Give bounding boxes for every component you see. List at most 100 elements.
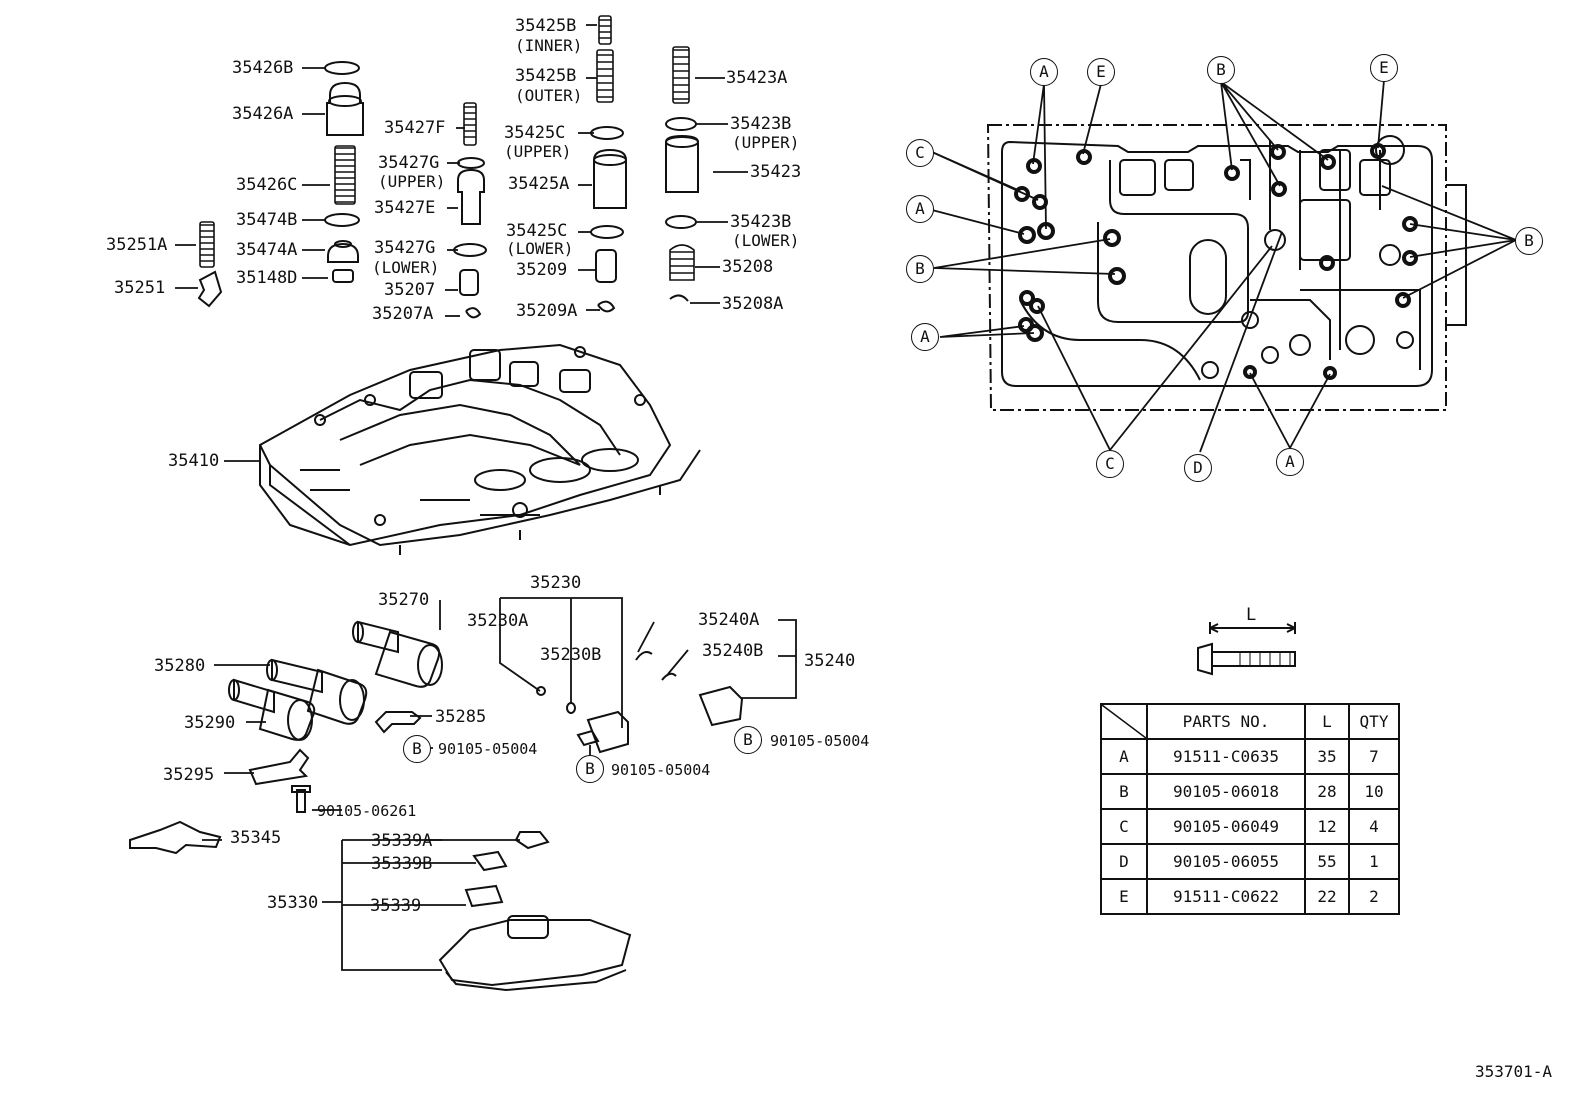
label-bolt-4: 90105-06261 [317,802,417,820]
label-35427G-upper: 35427G [378,153,440,173]
row-qty: 4 [1348,808,1400,845]
label-35208A: 35208A [722,294,784,314]
sublabel-inner: (INNER) [515,36,583,55]
callout-a-bottom: A [1276,448,1304,476]
row-qty: 1 [1348,843,1400,880]
table-header-row: PARTS NO. L QTY [1100,703,1400,740]
row-letter: A [1100,738,1148,775]
label-35426A: 35426A [232,104,294,124]
label-35240B: 35240B [702,641,764,661]
sublabel-lower-2: (LOWER) [506,239,574,258]
row-length: 35 [1304,738,1350,775]
valve-plugs [197,81,699,308]
sublabel-lower-3: (LOWER) [732,231,800,250]
label-35426C: 35426C [236,175,298,195]
label-35240A: 35240A [698,610,760,630]
bolt-positions [1014,143,1418,380]
label-35345: 35345 [230,828,282,848]
row-length: 28 [1304,773,1350,810]
sublabel-lower-1: (LOWER) [372,258,440,277]
label-35230: 35230 [530,573,582,593]
callout-b-right: B [1515,227,1543,255]
valve-body-plan-view [986,124,1467,411]
label-35339A: 35339A [371,831,433,851]
o-rings [324,61,697,319]
label-35425C-upper: 35425C [504,123,566,143]
label-35339B: 35339B [371,854,433,874]
label-35230B: 35230B [540,645,602,665]
bolt-dimension-sketch [1197,622,1296,676]
row-part-no: 91511-C0622 [1146,878,1306,915]
header-qty: QTY [1348,703,1400,740]
label-35425C-lower: 35425C [506,221,568,241]
row-letter: D [1100,843,1148,880]
label-35474B: 35474B [236,210,298,230]
label-35240: 35240 [804,651,856,671]
table-row: C 90105-06049 12 4 [1100,808,1400,845]
label-35425B-outer: 35425B [515,66,577,86]
callout-c-bottom: C [1096,450,1124,478]
label-35425A: 35425A [508,174,570,194]
callout-c-left: C [906,139,934,167]
label-35474A: 35474A [236,240,298,260]
callout-a-top: A [1030,58,1058,86]
label-35207: 35207 [384,280,436,300]
row-qty: 2 [1348,878,1400,915]
row-part-no: 90105-06018 [1146,773,1306,810]
label-35427E: 35427E [374,198,436,218]
callout-e-top-left: E [1087,58,1115,86]
sublabel-outer: (OUTER) [515,86,583,105]
sublabel-upper-2: (UPPER) [504,142,572,161]
header-parts-no: PARTS NO. [1146,703,1306,740]
label-35423: 35423 [750,162,802,182]
bolt-callout-b-3: B [734,726,762,754]
springs [199,15,695,281]
sublabel-upper-3: (UPPER) [732,133,800,152]
solenoids [129,620,744,992]
row-letter: B [1100,773,1148,810]
label-bolt-1: 90105-05004 [438,740,538,758]
label-35209A: 35209A [516,301,578,321]
label-35251A: 35251A [106,235,168,255]
bolt-callout-b-2: B [576,755,604,783]
label-35423A: 35423A [726,68,788,88]
diagram-code: 353701-A [1474,1062,1552,1081]
callout-a-left-2: A [911,323,939,351]
label-35423B-lower: 35423B [730,212,792,232]
callout-b-top: B [1207,56,1235,84]
callout-d-bottom: D [1184,454,1212,482]
label-35280: 35280 [154,656,206,676]
row-part-no: 91511-C0635 [1146,738,1306,775]
label-bolt-2: 90105-05004 [611,761,711,779]
label-35270: 35270 [378,590,430,610]
label-35207A: 35207A [372,304,434,324]
label-35208: 35208 [722,257,774,277]
callout-a-left-1: A [906,195,934,223]
row-letter: E [1100,878,1148,915]
table-row: A 91511-C0635 35 7 [1100,738,1400,775]
bolt-callout-b-1: B [403,735,431,763]
leader-lines [175,24,748,462]
label-35410: 35410 [168,451,220,471]
row-qty: 10 [1348,773,1400,810]
label-35423B-upper: 35423B [730,114,792,134]
label-35148D: 35148D [236,268,298,288]
label-35209: 35209 [516,260,568,280]
label-35339: 35339 [370,896,422,916]
label-35230A: 35230A [467,611,529,631]
label-35295: 35295 [163,765,215,785]
row-length: 55 [1304,843,1350,880]
row-qty: 7 [1348,738,1400,775]
dimension-l-label: L [1246,605,1257,625]
label-35425B-inner: 35425B [515,16,577,36]
row-length: 12 [1304,808,1350,845]
table-row: D 90105-06055 55 1 [1100,843,1400,880]
label-35426B: 35426B [232,58,294,78]
header-l: L [1304,703,1350,740]
table-row: E 91511-C0622 22 2 [1100,878,1400,915]
callout-lines [931,79,1517,453]
row-part-no: 90105-06055 [1146,843,1306,880]
label-bolt-3: 90105-05004 [770,732,870,750]
callout-b-left: B [906,255,934,283]
